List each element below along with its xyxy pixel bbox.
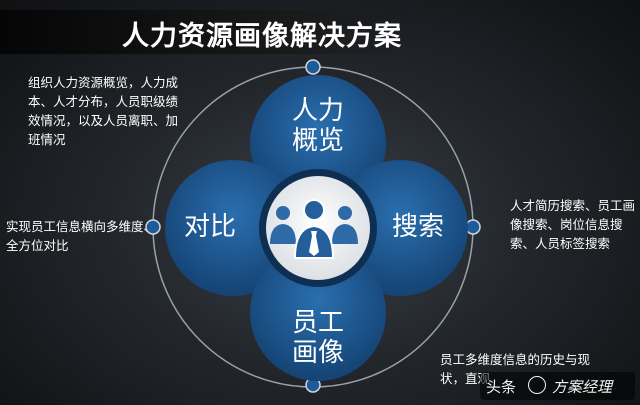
- search-description: 人才简历搜索、员工画像搜索、岗位信息搜索、人员标签搜索: [510, 198, 636, 251]
- ring-dot-left: [145, 219, 161, 235]
- ring-dot-right: [465, 219, 481, 235]
- node-portrait-label: 员工 画像: [291, 308, 344, 368]
- watermark-author: 方案经理: [552, 378, 613, 396]
- overview-description: 组织人力资源概览，人力成本、人才分布，人员职级绩效情况，以及人员离职、加班情况: [28, 75, 179, 147]
- title-bar: [0, 10, 410, 54]
- node-compare-label: 对比: [183, 212, 236, 242]
- page-title: 人力资源画像解决方案: [122, 21, 402, 52]
- watermark-logo-icon: [528, 376, 546, 394]
- node-portrait-circle: [250, 245, 386, 381]
- compare-description: 实现员工信息横向多维度、全方位对比: [6, 219, 157, 253]
- ring-dot-top: [305, 59, 321, 75]
- watermark: 头条 方案经理: [480, 372, 635, 400]
- node-compare-circle: [165, 160, 301, 296]
- node-overview-label: 人力 概览: [291, 96, 344, 156]
- people-group-icon: [270, 199, 358, 259]
- watermark-source: 头条: [486, 378, 517, 396]
- node-search-label: 搜索: [391, 212, 444, 242]
- portrait-description: 员工多维度信息的历史与现状，直观: [440, 352, 591, 386]
- node-overview-circle: [250, 75, 386, 211]
